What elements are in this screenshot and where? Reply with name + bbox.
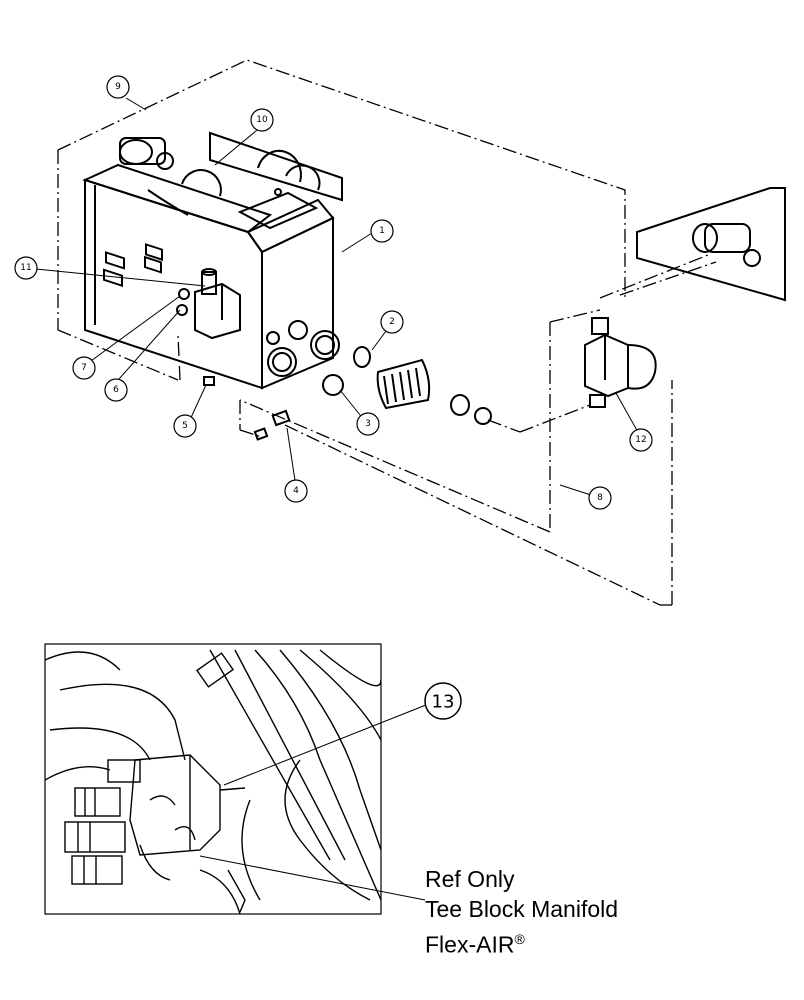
callout-13-number: 13 <box>432 692 455 713</box>
ref-note-line-1: Ref Only <box>425 866 515 892</box>
callout-10: 10 <box>250 108 274 132</box>
manifold-block <box>176 268 241 386</box>
callout-1-number: 1 <box>379 226 385 236</box>
callout-11-number: 11 <box>20 263 31 273</box>
tank-mount-brackets <box>103 243 163 287</box>
callout-leader-lines <box>35 97 640 497</box>
callout-7-number: 7 <box>81 363 87 373</box>
ref-note-product-name: Flex-AIR <box>425 931 515 958</box>
callout-3: 3 <box>356 412 380 436</box>
callout-9: 9 <box>106 75 130 99</box>
callout-13: 13 <box>424 682 462 720</box>
valve-assembly <box>584 317 657 408</box>
exploded-view-guide-lines <box>57 59 786 606</box>
inset-detail-view <box>44 643 432 915</box>
hose-fittings <box>253 409 291 441</box>
callout-2-number: 2 <box>389 317 395 327</box>
callout-3-number: 3 <box>365 419 371 429</box>
callout-9-number: 9 <box>115 82 121 92</box>
callout-6: 6 <box>104 378 128 402</box>
callout-8: 8 <box>588 486 612 510</box>
tank-assembly <box>82 131 343 390</box>
callout-5: 5 <box>173 414 197 438</box>
callout-5-number: 5 <box>182 421 188 431</box>
callout-12: 12 <box>629 428 653 452</box>
inset-hose-drawing <box>45 649 381 914</box>
callout-4-number: 4 <box>293 486 299 496</box>
registered-trademark-symbol: ® <box>514 931 525 947</box>
callout-10-number: 10 <box>256 115 268 125</box>
ref-note-line-2: Tee Block Manifold <box>425 896 619 922</box>
reference-note: Ref Only Tee Block Manifold Flex-AIR® <box>425 864 618 960</box>
callout-13-leader <box>223 702 432 786</box>
callout-2: 2 <box>380 310 404 334</box>
callout-8-number: 8 <box>597 493 603 503</box>
callout-11: 11 <box>14 256 38 280</box>
filter-assembly <box>322 346 492 425</box>
ref-note-line-3: Flex-AIR® <box>425 924 618 960</box>
remote-unit <box>636 187 786 302</box>
callout-12-number: 12 <box>635 435 646 445</box>
ref-note-leader <box>199 855 426 901</box>
callout-7: 7 <box>72 356 96 380</box>
callout-6-number: 6 <box>113 385 119 395</box>
callout-4: 4 <box>284 479 308 503</box>
callout-1: 1 <box>370 219 394 243</box>
